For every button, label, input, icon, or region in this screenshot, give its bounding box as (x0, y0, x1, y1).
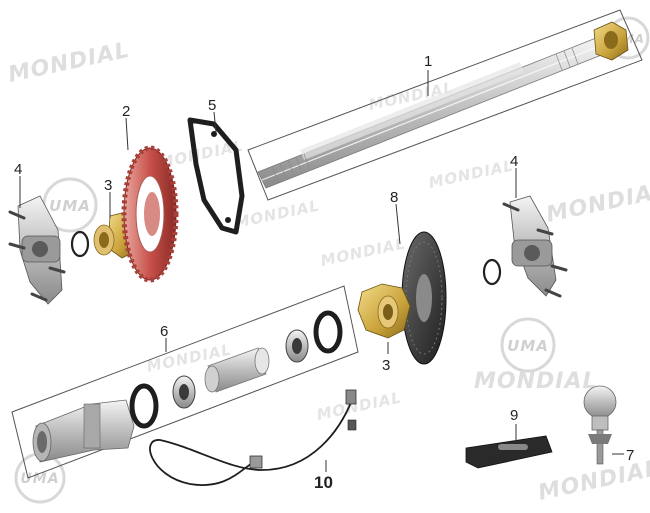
ball-joint[interactable] (583, 385, 617, 465)
right-hub-carrier[interactable] (502, 195, 568, 298)
uma-logo-text: UMA (507, 337, 549, 355)
brake-disc[interactable] (401, 231, 447, 365)
leader-lines (19, 70, 624, 472)
bearing-housing[interactable] (32, 399, 135, 463)
seal-ring[interactable] (129, 383, 159, 429)
callout-5: 5 (208, 97, 216, 114)
watermark-brand: MONDIAL (6, 38, 132, 88)
brake-bracket[interactable] (465, 435, 553, 469)
seal-ring-right[interactable] (313, 310, 343, 354)
callout-3: 3 (382, 357, 390, 374)
callout-8: 8 (390, 189, 398, 206)
sprocket-gasket[interactable] (187, 117, 245, 235)
callout-labels: 1 2 3 4 5 8 4 6 3 9 7 10 (14, 53, 634, 492)
watermark-brand: MONDIAL (319, 234, 407, 270)
watermark-brand: MONDIAL (315, 388, 403, 424)
watermark-brand: MONDIAL (233, 196, 321, 232)
bearing-left[interactable] (172, 375, 196, 409)
spacer-tube[interactable] (204, 347, 270, 393)
uma-logo-text: UMA (20, 471, 59, 487)
left-hub-carrier[interactable] (8, 195, 66, 305)
axle-group-frame (247, 9, 643, 201)
watermark-brand: MONDIAL (474, 369, 598, 394)
callout-7: 7 (626, 447, 634, 464)
bearing-group-frame (11, 285, 359, 479)
callout-9: 9 (510, 407, 518, 424)
callout-10: 10 (314, 473, 333, 492)
callout-3: 3 (104, 177, 112, 194)
left-circlip[interactable] (70, 230, 90, 258)
callout-6: 6 (160, 323, 168, 340)
uma-logo-text: UMA (49, 197, 91, 215)
right-brass-flange[interactable] (357, 283, 411, 339)
bearing-right[interactable] (285, 329, 309, 363)
callout-2: 2 (122, 103, 130, 120)
callout-1: 1 (424, 53, 432, 70)
speed-sensor-wire[interactable] (149, 389, 357, 486)
uma-logo: UMA (500, 317, 556, 373)
right-circlip[interactable] (482, 258, 502, 286)
axle-nut[interactable] (593, 21, 629, 61)
rear-sprocket[interactable] (121, 145, 179, 283)
callout-4: 4 (510, 153, 518, 170)
watermark-brand: MONDIAL (544, 178, 650, 228)
watermark-brand: MONDIAL (427, 156, 515, 192)
callout-4: 4 (14, 161, 22, 178)
